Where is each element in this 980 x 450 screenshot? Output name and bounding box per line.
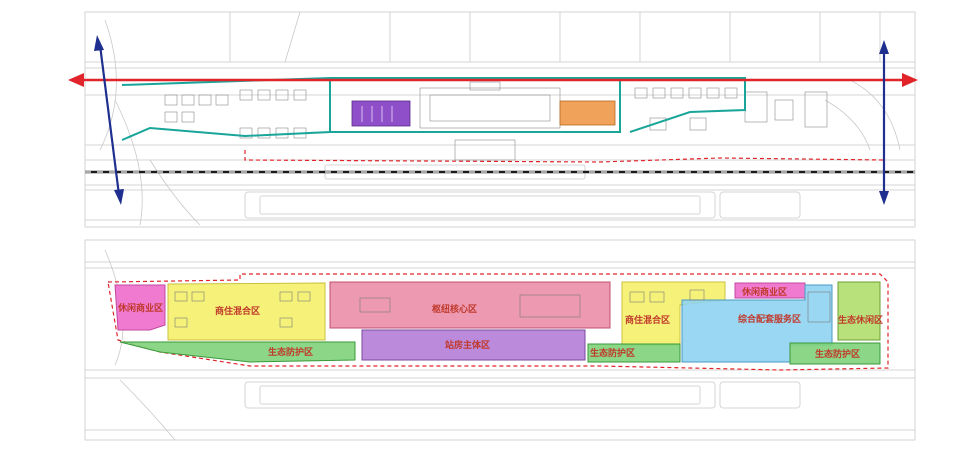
label-eco-protection-east: 生态防护区: [815, 348, 860, 360]
blue-axis-arrow-west: [94, 35, 124, 205]
label-eco-protection-west: 生态防护区: [268, 346, 313, 358]
label-eco-protection-mid: 生态防护区: [590, 347, 635, 359]
zone-eco-protection-mid: [587, 343, 681, 363]
label-hub-core: 枢纽核心区: [432, 303, 477, 315]
zone-station-main: [361, 329, 586, 361]
teal-boundary: [121, 76, 850, 141]
zone-mixed-use-west: [167, 282, 326, 341]
label-mixed-use-east: 商住混合区: [625, 314, 670, 326]
zone-eco-protection-west: [119, 341, 356, 363]
label-service: 综合配套服务区: [738, 313, 801, 325]
top-purple-block-detail: [361, 106, 393, 122]
bottom-building-clusters: [174, 289, 831, 328]
label-ecological-leisure: 生态休闲区: [838, 314, 883, 326]
top-orange-block: [559, 100, 616, 126]
label-mixed-use-west: 商住混合区: [215, 305, 260, 317]
zone-ecological-leisure: [837, 281, 881, 341]
label-station-main: 站房主体区: [445, 339, 490, 351]
zone-hub-core: [329, 281, 611, 329]
top-building-clusters: [164, 81, 828, 161]
bottom-plan-linework: [84, 239, 916, 441]
top-purple-block: [351, 100, 411, 127]
blue-axis-arrow-east: [879, 40, 889, 205]
red-axis-arrow: [68, 73, 918, 87]
zone-leisure-commercial-west: [114, 284, 166, 331]
top-plan-linework: [84, 11, 916, 228]
label-leisure-commercial-east: 休闲商业区: [741, 286, 787, 298]
top-red-dashed-boundary: [244, 150, 886, 163]
zone-eco-protection-east: [789, 342, 881, 365]
label-leisure-commercial-west: 休闲商业区: [117, 302, 163, 314]
